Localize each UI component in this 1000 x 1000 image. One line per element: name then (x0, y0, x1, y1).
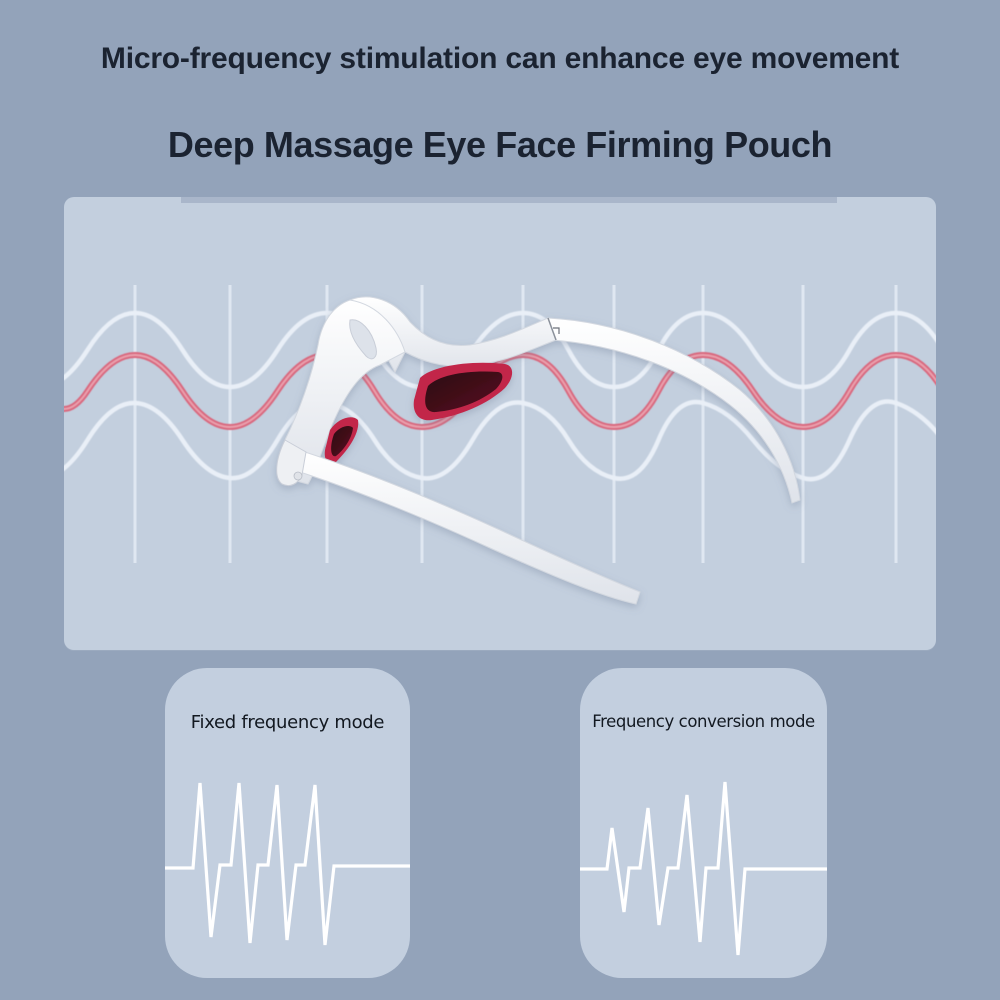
wave-pattern-icon (64, 285, 936, 605)
hero-panel (64, 197, 936, 650)
eye-massager-device-icon (276, 296, 801, 605)
mode-title: Fixed frequency mode (190, 712, 385, 733)
panel-notch (181, 197, 837, 203)
white-wave-bottom (64, 399, 936, 482)
headline-benefit: Micro-frequency stimulation can enhance … (100, 42, 900, 75)
waveform-fixed-icon (165, 782, 410, 946)
headline-product: Deep Massage Eye Face Firming Pouch (167, 124, 833, 165)
white-wave-top (64, 310, 936, 390)
waveform-conversion-icon (580, 781, 827, 956)
mode-card-frequency-conversion: Frequency conversion mode (580, 668, 827, 978)
mode-card-fixed-frequency: Fixed frequency mode (165, 668, 410, 978)
mode-title: Frequency conversion mode (592, 712, 815, 731)
